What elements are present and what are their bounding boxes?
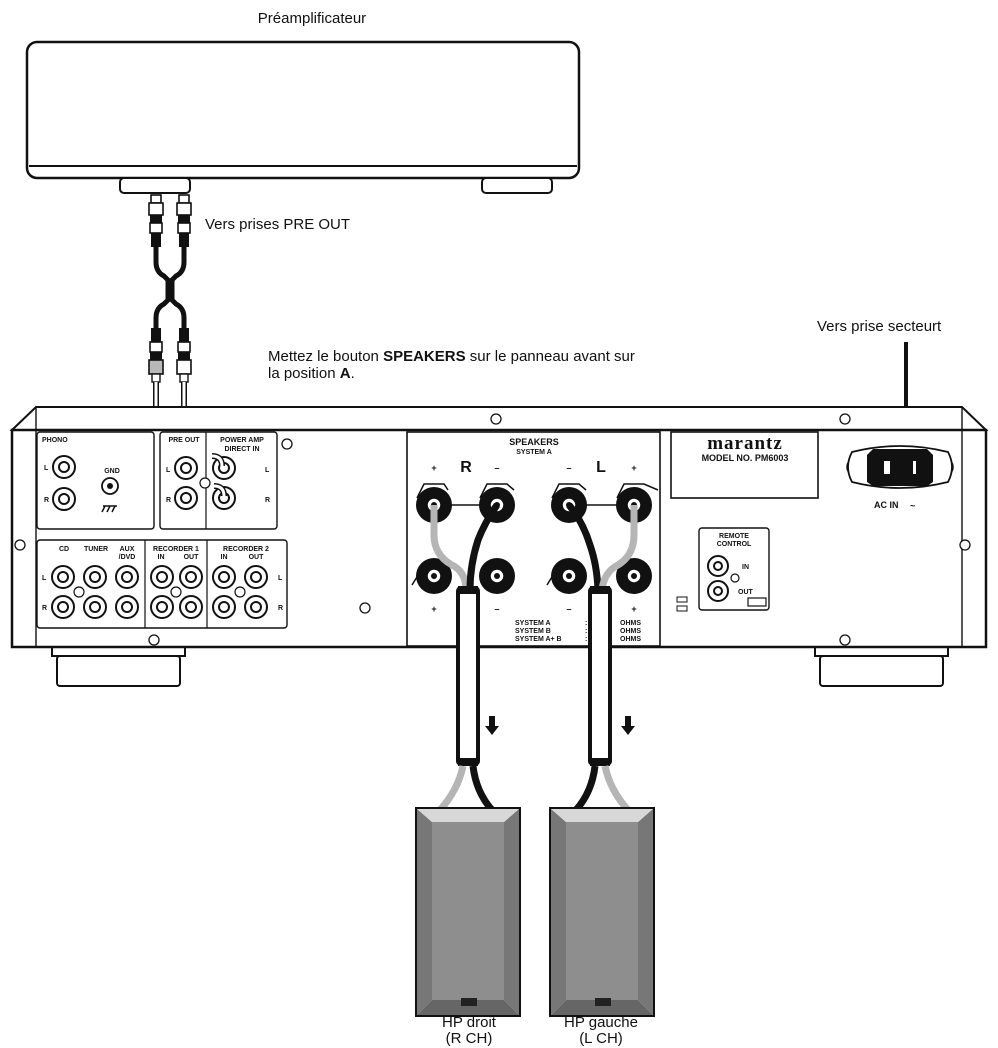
ac-inlet: AC IN ~ (846, 445, 954, 511)
instruction-line-2: la position A. (268, 365, 355, 382)
svg-text:L: L (166, 467, 171, 474)
svg-text:SYSTEM B: SYSTEM B (515, 628, 551, 635)
instruction-line-1: Mettez le bouton SPEAKERS sur le panneau… (268, 348, 635, 365)
svg-text:CD: CD (59, 546, 69, 553)
svg-text:PRE OUT: PRE OUT (168, 437, 200, 444)
svg-text:OHMS: OHMS (620, 636, 641, 643)
svg-text:AUX: AUX (120, 546, 135, 553)
svg-text:CONTROL: CONTROL (717, 541, 752, 548)
svg-text:–: – (566, 463, 571, 473)
rca-plug-top-right (176, 194, 192, 247)
svg-text:L: L (596, 459, 606, 476)
svg-text:L: L (265, 467, 270, 474)
speaker-left-channel: (L CH) (579, 1030, 623, 1047)
line-input-section: CD TUNER AUX /DVD RECORDER 1 IN OUT RECO… (36, 539, 288, 629)
brand-plate: marantz MODEL NO. PM6003 (670, 431, 819, 499)
svg-text:OUT: OUT (184, 554, 200, 561)
svg-text:AC IN: AC IN (874, 500, 899, 510)
svg-text:SYSTEM A: SYSTEM A (515, 620, 551, 627)
svg-text:SYSTEM A: SYSTEM A (516, 449, 552, 456)
pre-out-power-amp-section: PRE OUT POWER AMP DIRECT IN L R L R (159, 431, 278, 530)
svg-text:/DVD: /DVD (119, 554, 136, 561)
svg-text:R: R (460, 459, 472, 476)
svg-text:REMOTE: REMOTE (719, 533, 749, 540)
rca-plug-bottom-right (176, 328, 192, 383)
svg-text:OHMS: OHMS (620, 620, 641, 627)
preamplifier: Préamplificateur (25, 10, 581, 194)
rca-plug-bottom-left (148, 328, 164, 383)
svg-text:SPEAKERS: SPEAKERS (509, 437, 559, 447)
svg-text:~: ~ (910, 501, 915, 511)
svg-text:+: + (431, 463, 436, 473)
rca-plug-top-left (148, 194, 164, 247)
amplifier-rear-panel: PHONO L R GND PRE OUT POWER AMP DIRECT I… (9, 406, 989, 687)
svg-text:R: R (265, 497, 270, 504)
speaker-right-name: HP droit (442, 1014, 497, 1031)
svg-text:R: R (166, 497, 171, 504)
svg-text::: : (585, 636, 587, 643)
preamp-title: Préamplificateur (258, 10, 366, 27)
speaker-right-channel: (R CH) (446, 1030, 493, 1047)
svg-text:–: – (494, 463, 499, 473)
mains-caption: Vers prise secteurt (817, 318, 942, 335)
svg-text:L: L (278, 575, 283, 582)
arrow-down-icon (485, 716, 499, 735)
svg-text:PHONO: PHONO (42, 437, 68, 444)
svg-text:OUT: OUT (249, 554, 265, 561)
speaker-right (415, 807, 521, 1017)
speaker-left (549, 807, 655, 1017)
svg-text:+: + (431, 604, 436, 614)
svg-text:R: R (42, 605, 47, 612)
model-number: MODEL NO. PM6003 (702, 453, 789, 463)
svg-text:R: R (278, 605, 283, 612)
svg-text:L: L (42, 575, 47, 582)
svg-text:POWER AMP: POWER AMP (220, 437, 264, 444)
svg-text:SYSTEM A+ B: SYSTEM A+ B (515, 636, 562, 643)
speaker-cables (437, 586, 635, 813)
svg-text::: : (585, 620, 587, 627)
svg-text:+: + (631, 463, 636, 473)
svg-text:IN: IN (158, 554, 165, 561)
svg-text::: : (585, 628, 587, 635)
svg-text:L: L (44, 465, 49, 472)
svg-text:TUNER: TUNER (84, 546, 108, 553)
svg-text:OHMS: OHMS (620, 628, 641, 635)
remote-control-section: REMOTE CONTROL IN OUT (676, 527, 770, 612)
arrow-down-icon (621, 716, 635, 735)
svg-text:RECORDER 2: RECORDER 2 (223, 546, 269, 553)
speaker-terminals-section: SPEAKERS SYSTEM A + R – – L + + – – + (406, 431, 661, 647)
svg-text:IN: IN (742, 564, 749, 571)
svg-text:R: R (44, 497, 49, 504)
speaker-left-name: HP gauche (564, 1014, 638, 1031)
svg-text:–: – (494, 604, 499, 614)
svg-text:IN: IN (221, 554, 228, 561)
svg-text:DIRECT IN: DIRECT IN (225, 446, 260, 453)
brand-logo: marantz (707, 433, 783, 454)
svg-text:GND: GND (104, 468, 120, 475)
svg-text:OUT: OUT (738, 589, 754, 596)
pre-out-caption: Vers prises PRE OUT (205, 216, 350, 233)
phono-section: PHONO L R GND (36, 431, 155, 530)
svg-text:RECORDER 1: RECORDER 1 (153, 546, 199, 553)
svg-text:–: – (566, 604, 571, 614)
svg-text:+: + (631, 604, 636, 614)
